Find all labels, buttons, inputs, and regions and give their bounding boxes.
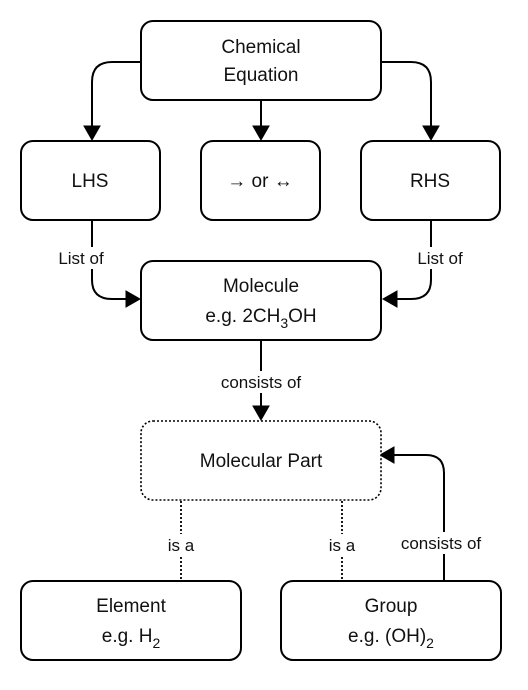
svg-text:Molecule: Molecule xyxy=(223,276,299,297)
arrow-symbols-node: → or ↔ xyxy=(200,140,321,221)
svg-text:→ or ↔: → or ↔ xyxy=(227,171,292,192)
edge-equation-to-rhs xyxy=(381,61,432,128)
svg-text:Element: Element xyxy=(96,596,166,617)
svg-text:List of: List of xyxy=(417,249,463,268)
arrowhead xyxy=(252,405,270,422)
edge-rhs-to-molecule xyxy=(395,220,432,300)
group-node: Group e.g. (OH)2 xyxy=(280,580,502,661)
svg-text:Chemical: Chemical xyxy=(221,37,300,58)
svg-text:List of: List of xyxy=(58,249,104,268)
arrowhead xyxy=(252,125,270,142)
svg-text:Equation: Equation xyxy=(223,65,298,86)
chemical-equation-node: Chemical Equation xyxy=(140,20,382,101)
svg-text:LHS: LHS xyxy=(72,171,109,192)
edge-label-rhs-list-of: List of xyxy=(405,247,473,269)
edge-lhs-to-molecule xyxy=(91,220,128,300)
svg-text:RHS: RHS xyxy=(410,171,450,192)
lhs-node: LHS xyxy=(20,140,161,221)
edge-label-lhs-list-of: List of xyxy=(48,247,116,269)
svg-text:consists of: consists of xyxy=(401,534,482,553)
edge-label-molecule-consists-of: consists of xyxy=(214,371,308,393)
arrowhead xyxy=(422,125,440,142)
arrowhead xyxy=(83,125,101,142)
element-example: e.g. H2 xyxy=(102,626,161,651)
arrowhead xyxy=(378,446,395,464)
rhs-node: RHS xyxy=(360,140,501,221)
svg-text:is a: is a xyxy=(329,536,356,555)
molecule-node: Molecule e.g. 2CH3OH xyxy=(140,260,382,341)
svg-text:Group: Group xyxy=(365,596,418,617)
svg-text:consists of: consists of xyxy=(221,373,302,392)
element-node: Element e.g. H2 xyxy=(20,580,242,661)
group-example: e.g. (OH)2 xyxy=(348,626,434,651)
edge-label-group-consists-of: consists of xyxy=(386,532,494,554)
svg-text:is a: is a xyxy=(168,536,195,555)
edge-label-group-is-a: is a xyxy=(321,534,363,556)
edge-label-element-is-a: is a xyxy=(160,534,202,556)
molecular-part-node: Molecular Part xyxy=(140,420,382,501)
svg-text:Molecular Part: Molecular Part xyxy=(200,451,323,472)
arrowhead xyxy=(381,290,398,308)
molecule-example: e.g. 2CH3OH xyxy=(205,306,316,331)
edge-equation-to-lhs xyxy=(91,61,141,128)
arrowhead xyxy=(125,290,142,308)
edge-group-consists-of xyxy=(392,454,445,580)
